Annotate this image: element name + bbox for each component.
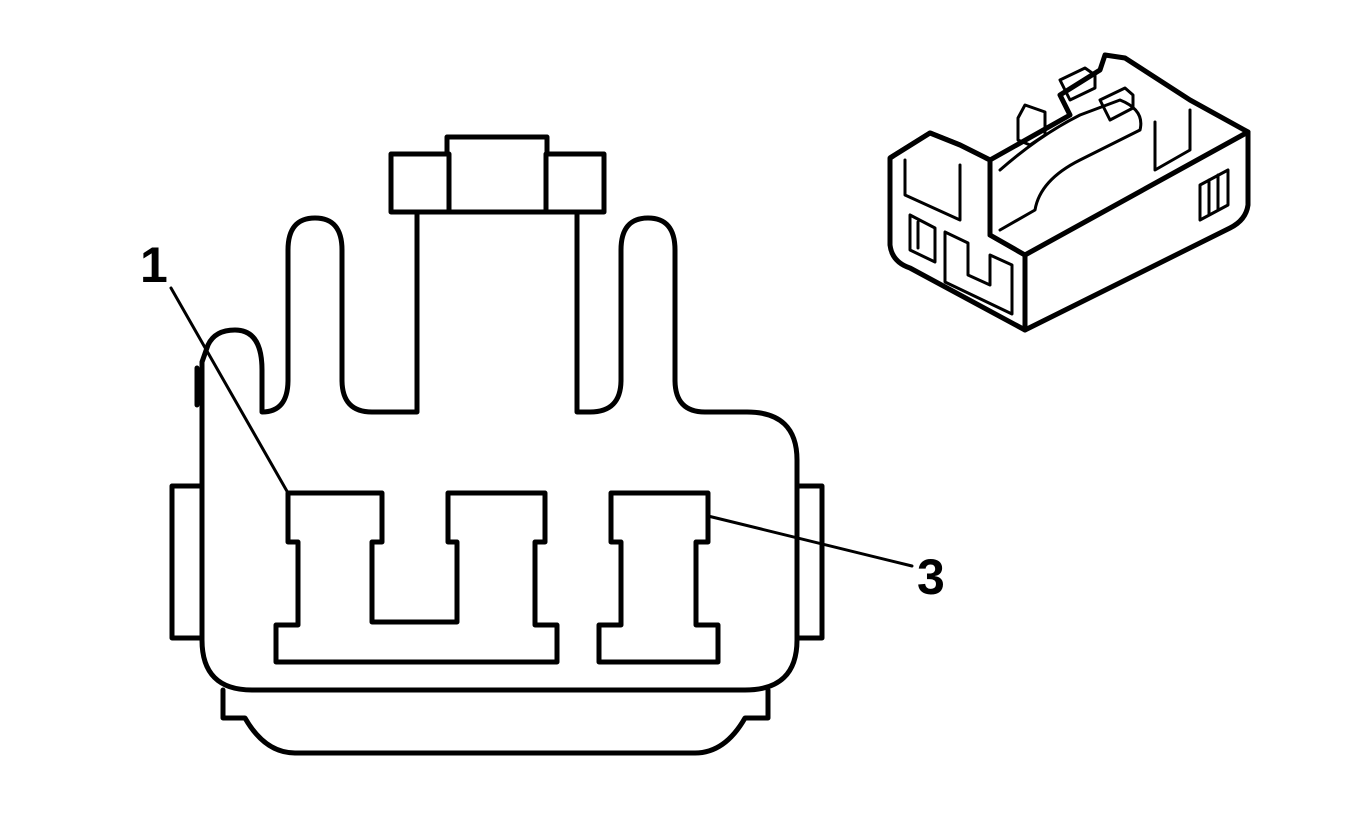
callout-label-1: 1 — [140, 237, 168, 293]
connector-face-view — [169, 134, 825, 756]
callout-label-3: 3 — [917, 549, 945, 605]
iso-side-ridge — [1153, 108, 1192, 172]
bottom-rim — [220, 687, 771, 756]
iso-side-rib — [1198, 168, 1230, 222]
left-side-tab — [169, 483, 207, 641]
locking-tab — [388, 134, 607, 215]
iso-cavity-2 — [943, 230, 1014, 316]
iso-side-face — [1022, 129, 1251, 333]
callout-3-group: 3 — [706, 514, 945, 605]
callout-1-group: 1 — [140, 237, 290, 495]
terminal-cavity-pins-1-2 — [273, 490, 560, 665]
leader-line-3 — [706, 514, 914, 568]
iso-rear-tabs — [1058, 66, 1135, 122]
iso-latch-nub — [1016, 103, 1047, 147]
iso-front-recess — [903, 158, 962, 222]
terminal-cavity-pin-3 — [596, 490, 721, 665]
leader-line-1 — [169, 286, 290, 495]
iso-cavity-1 — [908, 213, 937, 264]
connector-isometric-view — [887, 52, 1251, 333]
